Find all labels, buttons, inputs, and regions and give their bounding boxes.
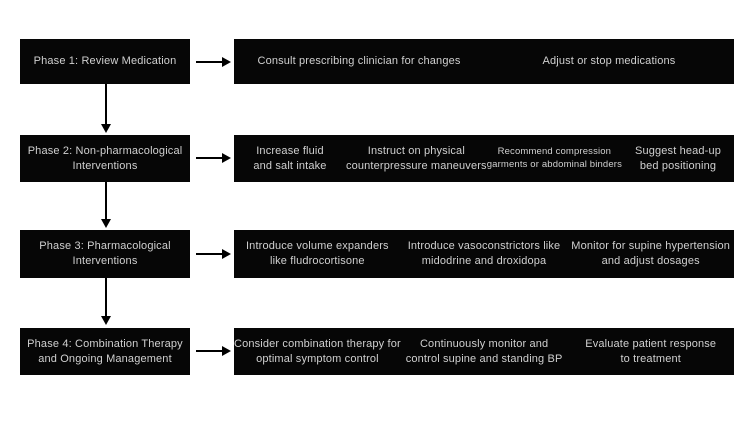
intervention-item: Adjust or stop medications [484, 54, 734, 69]
arrow-down-icon [101, 278, 111, 325]
intervention-bar-4: Consider combination therapy for optimal… [234, 328, 734, 375]
intervention-item: Consult prescribing clinician for change… [234, 54, 484, 69]
intervention-text-line2: bed positioning [639, 159, 717, 172]
intervention-item: Introduce volume expanders like fludroco… [234, 239, 401, 269]
intervention-text: Introduce vasoconstrictors like [407, 240, 561, 253]
intervention-text-line2: and salt intake [253, 159, 327, 172]
intervention-bar-2: Increase fluid and salt intake Instruct … [234, 135, 734, 182]
intervention-text: Monitor for supine hypertension [571, 240, 731, 253]
intervention-item: Increase fluid and salt intake [234, 144, 346, 174]
intervention-text: Consult prescribing clinician for change… [257, 55, 461, 68]
phase-4-label: Phase 4: Combination Therapy [27, 337, 183, 350]
phase-box-2: Phase 2: Non-pharmacological Interventio… [20, 135, 190, 182]
intervention-text: Increase fluid [256, 144, 324, 157]
arrow-right-icon [196, 249, 231, 259]
intervention-item: Monitor for supine hypertension and adju… [567, 239, 734, 269]
intervention-item: Continuously monitor and control supine … [401, 337, 568, 367]
intervention-text-line2: optimal symptom control [256, 352, 379, 365]
phase-box-4: Phase 4: Combination Therapy and Ongoing… [20, 328, 190, 375]
intervention-item: Instruct on physical counterpressure man… [346, 144, 487, 174]
phase-4-label-line2: and Ongoing Management [38, 352, 172, 365]
intervention-text: Adjust or stop medications [542, 55, 676, 68]
intervention-bar-3: Introduce volume expanders like fludroco… [234, 230, 734, 278]
intervention-text-line2: control supine and standing BP [405, 352, 563, 365]
phase-2-label-line2: Interventions [72, 159, 138, 172]
intervention-item: Suggest head-up bed positioning [622, 144, 734, 174]
intervention-text-line2: to treatment [620, 352, 681, 365]
phase-3-label: Phase 3: Pharmacological [39, 240, 171, 253]
intervention-text: Suggest head-up [634, 144, 722, 157]
intervention-text-line2: like fludrocortisone [269, 255, 365, 267]
arrow-right-icon [196, 346, 231, 356]
phase-1-label: Phase 1: Review Medication [33, 55, 177, 68]
arrow-down-icon [101, 182, 111, 228]
phase-box-1: Phase 1: Review Medication [20, 39, 190, 84]
arrow-right-icon [196, 153, 231, 163]
intervention-text-line2: and adjust dosages [601, 255, 700, 267]
intervention-text: Evaluate patient response [585, 337, 717, 350]
phase-3-label-line2: Interventions [72, 255, 138, 267]
intervention-item: Consider combination therapy for optimal… [234, 337, 401, 367]
intervention-text-line2: counterpressure maneuvers [345, 159, 487, 172]
arrow-right-icon [196, 57, 231, 67]
intervention-text: Consider combination therapy for [234, 337, 401, 350]
intervention-item: Introduce vasoconstrictors like midodrin… [401, 239, 568, 269]
intervention-item: Evaluate patient response to treatment [567, 337, 734, 367]
intervention-text-line2: midodrine and droxidopa [421, 255, 547, 267]
phase-box-3: Phase 3: Pharmacological Interventions [20, 230, 190, 278]
intervention-bar-1: Consult prescribing clinician for change… [234, 39, 734, 84]
intervention-text: Recommend compression [497, 145, 612, 157]
phase-2-label: Phase 2: Non-pharmacological [27, 144, 183, 157]
intervention-text: Introduce volume expanders [245, 240, 389, 253]
intervention-text: Continuously monitor and [419, 337, 549, 350]
intervention-text-line2: garments or abdominal binders [486, 158, 623, 170]
intervention-text: Instruct on physical [367, 144, 465, 157]
intervention-item: Recommend compression garments or abdomi… [487, 146, 622, 172]
arrow-down-icon [101, 84, 111, 133]
